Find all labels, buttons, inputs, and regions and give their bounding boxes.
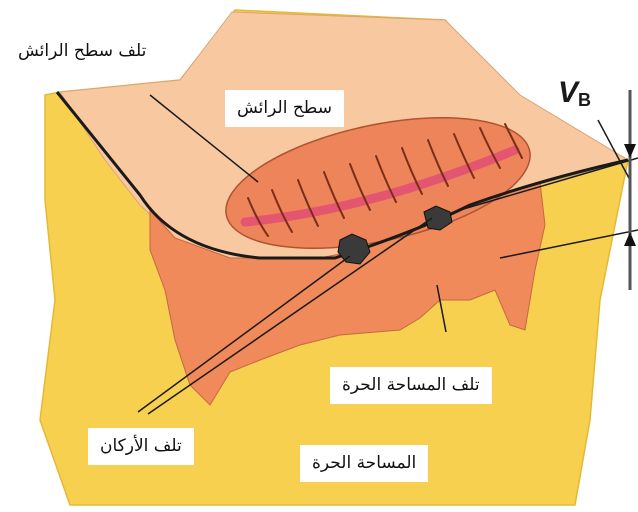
- vb-label: VB: [558, 78, 591, 109]
- vb-arrow-bottom: [624, 232, 636, 246]
- corner-wear-label: تلف الأركان: [88, 428, 194, 465]
- vb-arrow-top: [624, 144, 636, 158]
- vb-main: V: [558, 76, 578, 109]
- rake-face-label: سطح الرائش: [225, 90, 344, 127]
- vb-subscript: B: [578, 90, 591, 110]
- rake-face-wear-label: تلف سطح الرائش: [18, 43, 146, 60]
- flank-face-label: المساحة الحرة: [300, 445, 428, 482]
- flank-wear-label: تلف المساحة الحرة: [330, 367, 492, 404]
